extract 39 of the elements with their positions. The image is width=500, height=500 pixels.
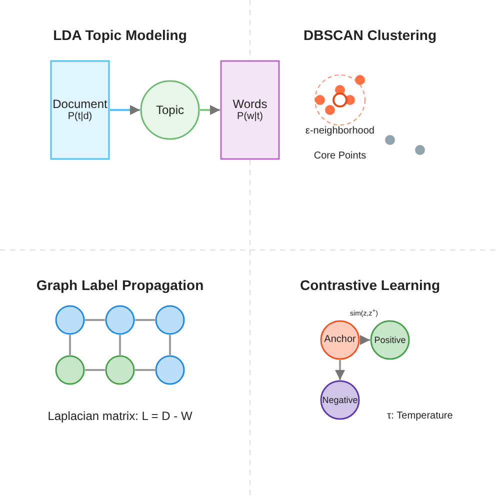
panel-title: Contrastive Learning	[300, 277, 440, 293]
node-label: Anchor	[324, 334, 356, 346]
node-label: Document	[52, 96, 108, 112]
panel-title: DBSCAN Clustering	[304, 27, 436, 43]
formula-text: P(w|t)	[237, 111, 263, 124]
graph-node-circle	[105, 305, 135, 335]
arrow	[360, 335, 370, 345]
graph-node-circle	[105, 355, 135, 385]
negative-circle	[320, 380, 360, 420]
node-label: Topic	[156, 102, 184, 118]
annotation-text: Core Points	[314, 150, 366, 162]
graph-node-circle	[55, 305, 85, 335]
graph-node-circle	[155, 355, 185, 385]
arrow	[335, 360, 345, 380]
formula-text: P(t|d)	[68, 111, 92, 124]
node-label: Positive	[374, 334, 406, 346]
arrow	[200, 105, 220, 115]
graph-node-circle	[55, 355, 85, 385]
connector-line	[69, 335, 71, 355]
words-box	[220, 60, 280, 160]
connector-line	[85, 319, 105, 321]
anchor-circle	[320, 320, 360, 360]
positive-circle	[370, 320, 410, 360]
connector-line	[135, 319, 155, 321]
annotation-text: τ: Temperature	[387, 410, 453, 422]
connector-line	[119, 335, 121, 355]
connector-line	[85, 369, 105, 371]
annotation-text: ε-neighborhood	[306, 126, 374, 136]
node-label: Words	[232, 96, 268, 112]
graph-node-circle	[155, 305, 185, 335]
connector-line	[169, 335, 171, 355]
topic-circle	[140, 80, 200, 140]
arrow	[110, 105, 140, 115]
annotation-text: Laplacian matrix: L = D - W	[48, 409, 192, 423]
node-label: Negative	[322, 394, 358, 406]
panel-title: Graph Label Propagation	[36, 277, 204, 293]
panel-title: LDA Topic Modeling	[53, 27, 187, 43]
document-box	[50, 60, 110, 160]
connector-line	[135, 369, 155, 371]
